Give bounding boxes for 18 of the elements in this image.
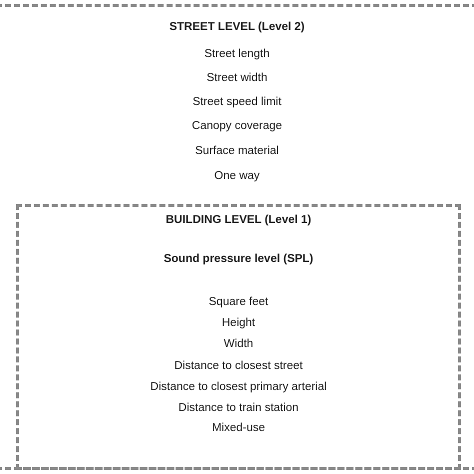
section-heading: BUILDING LEVEL (Level 1) <box>164 213 312 227</box>
key-variable-label: Sound pressure level (SPL) <box>162 252 314 266</box>
dashed-group-box <box>16 204 461 470</box>
variable-label: Mixed-use <box>210 421 266 435</box>
variable-label: One way <box>213 169 261 183</box>
variable-label: Distance to train station <box>177 401 300 415</box>
section-heading: STREET LEVEL (Level 2) <box>168 20 306 34</box>
variable-label: Height <box>220 316 256 330</box>
variable-label: Canopy coverage <box>190 119 284 133</box>
variable-label: Street speed limit <box>192 95 282 109</box>
variable-label: Street length <box>203 47 271 61</box>
variable-label: Surface material <box>194 144 280 158</box>
dashed-group-box <box>0 4 474 470</box>
variable-label: Square feet <box>208 295 270 309</box>
variable-label: Distance to closest street <box>173 359 304 373</box>
variable-label: Distance to closest primary arterial <box>149 380 328 394</box>
variable-label: Street width <box>206 71 268 85</box>
variable-label: Width <box>222 337 254 351</box>
